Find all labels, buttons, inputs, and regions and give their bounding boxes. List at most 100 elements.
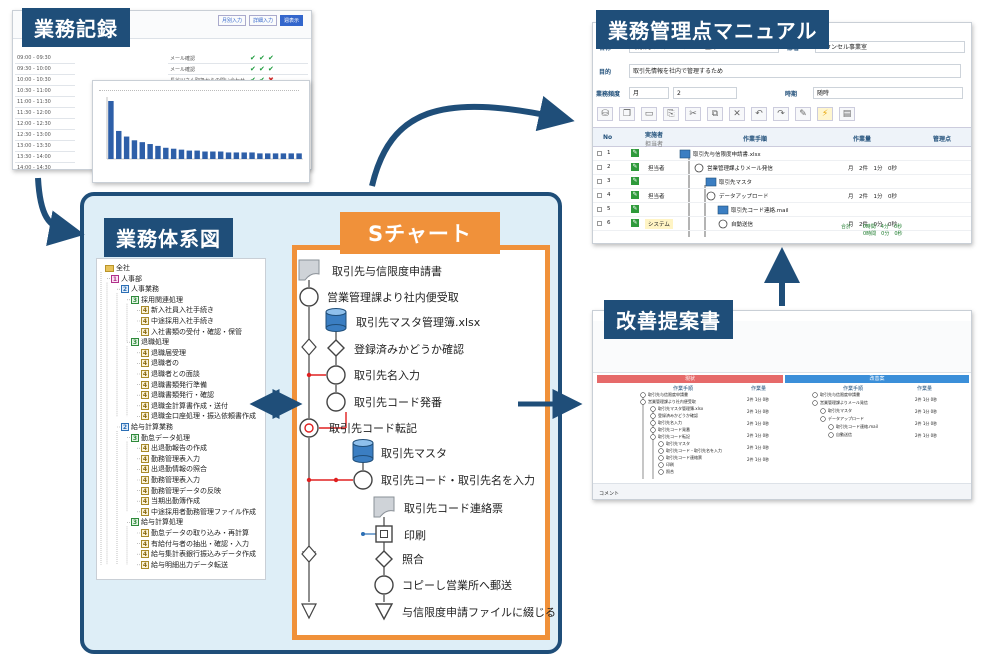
tree-node-label: 採用関連処理	[141, 295, 183, 304]
folder-icon[interactable]: ▭	[641, 107, 657, 121]
cut-icon[interactable]: ✂	[685, 107, 701, 121]
edit-icon[interactable]: ✎	[631, 219, 639, 227]
task-row[interactable]: メール確認✔✔✔	[168, 53, 308, 64]
tree-level-badge: 4	[141, 391, 149, 400]
chart-bar	[257, 153, 263, 159]
manual-freq-count[interactable]: 2	[673, 87, 737, 99]
tree-node-label: 退職書類発行・確認	[151, 391, 214, 400]
edit-icon[interactable]: ✎	[631, 177, 639, 185]
edit-icon[interactable]: ✎	[631, 205, 639, 213]
undo-icon[interactable]: ↶	[751, 107, 767, 121]
tree-node-label: 有給付与者の抽出・確認・入力	[151, 539, 249, 548]
s-chart-print-inner	[380, 530, 388, 538]
proposal-amount-left: 2件 1分 0秒	[747, 445, 770, 450]
manual-total: 合計 0時間 4分 0秒 0時間 0分 0秒	[841, 223, 903, 237]
edit-icon[interactable]: ✎	[795, 107, 811, 121]
manual-row[interactable]: 2✎担当者営業管理課よりメール発信月 2件 1分 0秒	[593, 161, 971, 175]
s-chart-red-dot	[306, 477, 312, 483]
chart-bar	[296, 153, 302, 159]
manual-row[interactable]: 1✎取引先与信限度申請書.xlsx	[593, 147, 971, 161]
proposal-step-left: 取引先マスタ	[666, 441, 690, 446]
row-checkbox[interactable]	[597, 165, 602, 170]
proposal-flow-node	[640, 399, 646, 405]
tree-lines	[100, 272, 141, 566]
paste-icon[interactable]: ⎘	[663, 107, 679, 121]
proposal-flows	[640, 392, 834, 479]
manual-row-person: 担当者	[648, 166, 665, 172]
work-record-btn[interactable]: 詳細入力	[248, 15, 277, 26]
manual-row[interactable]: 4✎担当者データアップロード月 2件 1分 0秒	[593, 189, 971, 203]
edit-icon[interactable]: ✎	[631, 163, 639, 171]
edit-icon[interactable]: ✎	[631, 149, 639, 157]
manual-timing-field[interactable]: 随時	[813, 87, 963, 99]
proposal-step-left: 取引先名入力	[658, 420, 682, 425]
tree-node-label: 勤務管理データの反映	[151, 486, 221, 495]
tree-level-badge: 3	[131, 518, 139, 527]
s-chart-decision	[375, 550, 393, 568]
manual-freq-unit[interactable]: 月	[629, 87, 669, 99]
report-icon[interactable]: ▤	[839, 107, 855, 121]
tree-node-label: 勤務管理表入力	[151, 454, 200, 463]
work-record-btn[interactable]: 月別入力	[217, 15, 246, 26]
manual-row[interactable]: 6✎システム自動送信月 2件 0分 0秒	[593, 217, 971, 231]
manual-purpose-field[interactable]: 取引先情報を社内で管理するため	[629, 64, 961, 78]
db-add-icon[interactable]: ⛁	[597, 107, 613, 121]
row-checkbox[interactable]	[597, 207, 602, 212]
redo-icon[interactable]: ↷	[773, 107, 789, 121]
duplicate-icon[interactable]: ⧉	[707, 107, 723, 121]
proposal-step-right: 営業管理課よりメール発信	[820, 400, 868, 405]
delete-icon[interactable]: ✕	[729, 107, 745, 121]
tree-node[interactable]: 全社	[105, 263, 130, 273]
row-checkbox[interactable]	[597, 151, 602, 156]
proposal-step-left: 営業管理課より社内便受取	[648, 399, 696, 404]
work-record-btn[interactable]: 週表示	[279, 15, 303, 26]
proposal-comment[interactable]: コメント	[599, 491, 620, 497]
s-chart-document	[298, 259, 320, 281]
lightning-icon[interactable]: ⚡	[817, 107, 833, 121]
task-row[interactable]: メール確認✔✔✔	[168, 64, 308, 75]
manual-col-person: 実施者	[645, 132, 664, 139]
manual-row[interactable]: 5✎取引先コード連絡.mail	[593, 203, 971, 217]
edit-icon[interactable]: ✎	[631, 191, 639, 199]
row-checkbox[interactable]	[597, 221, 602, 226]
proposal-flow-node	[640, 392, 646, 398]
manual-col-no[interactable]: No	[603, 134, 613, 141]
tree-node-label: 当期出勤簿作成	[151, 497, 200, 506]
tree-node-label: 給与明細出力データ転送	[151, 560, 228, 569]
row-checkbox[interactable]	[597, 179, 602, 184]
tree-node-label: 退職者の	[151, 359, 179, 368]
row-checkbox[interactable]	[597, 193, 602, 198]
copy-icon[interactable]: ❐	[619, 107, 635, 121]
manual-panel: 名称 取引先マスターへのコード登録 部署 カウンセル事業室 目的 取引先情報を社…	[592, 22, 972, 244]
time-row: 12:00 - 12:30	[15, 119, 75, 130]
manual-row[interactable]: 3✎取引先マスタ	[593, 175, 971, 189]
